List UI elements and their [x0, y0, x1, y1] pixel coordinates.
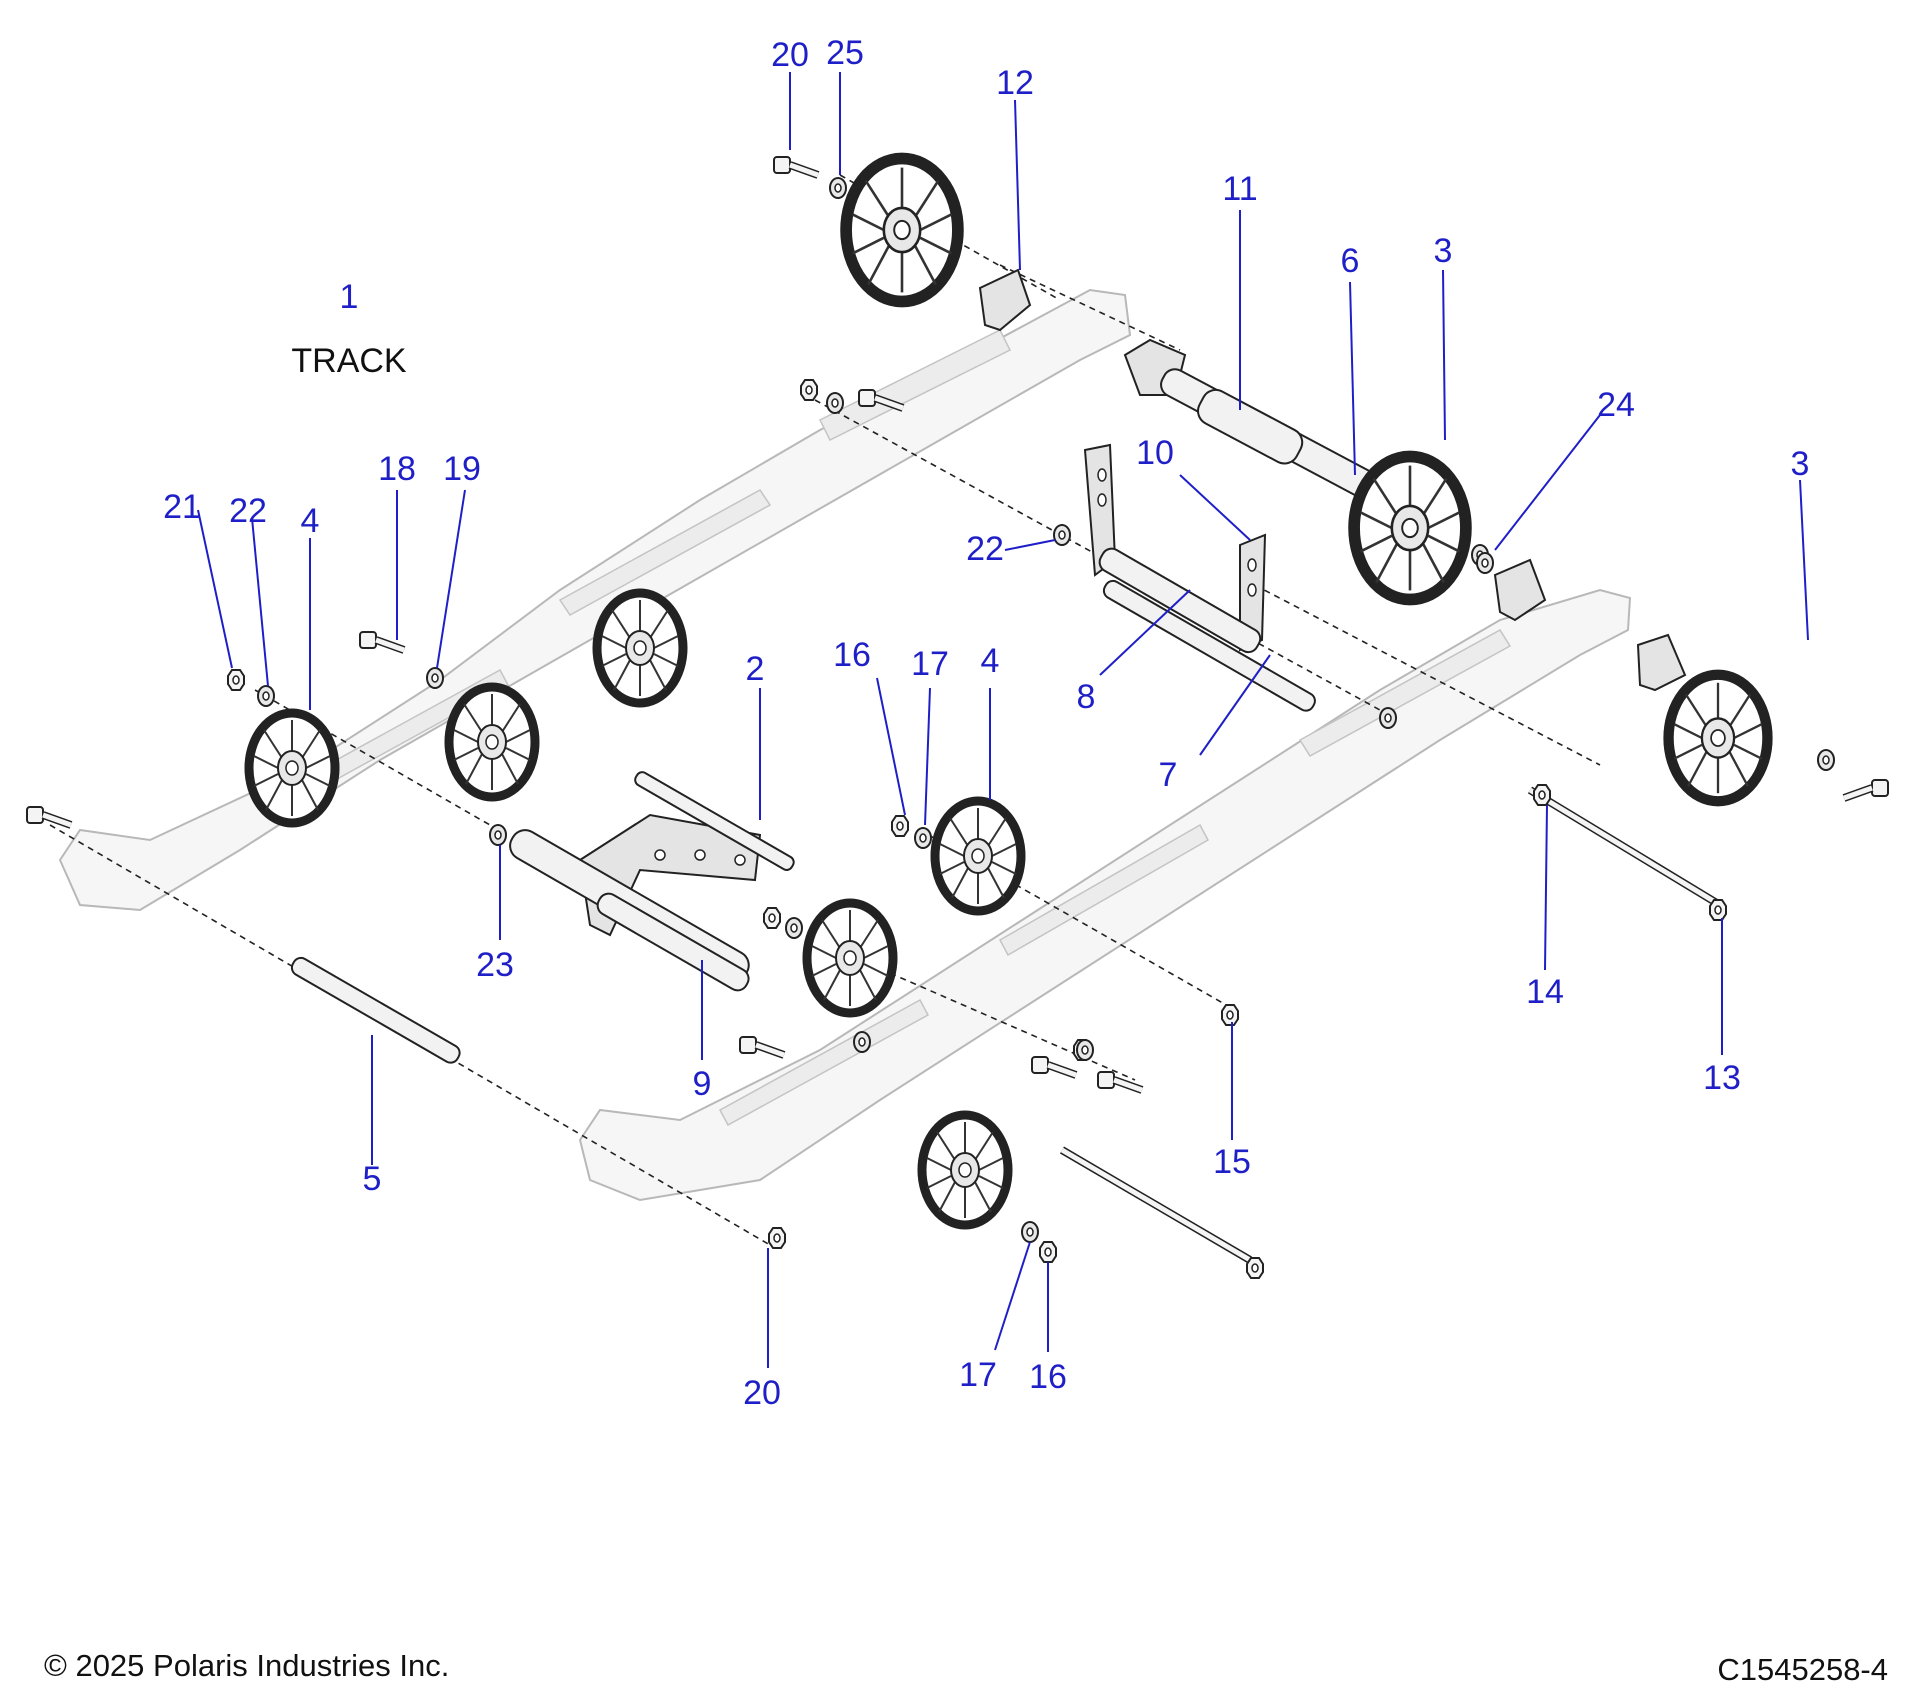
callout-23: 23: [476, 946, 514, 984]
callout-6: 6: [1341, 242, 1360, 280]
wheel-center-2: [804, 900, 896, 1016]
callout-17a: 17: [911, 645, 949, 683]
part-number: C1545258-4: [1717, 1652, 1888, 1687]
callout-3b: 3: [1791, 445, 1810, 483]
callout-20b: 20: [743, 1374, 781, 1412]
wheel-left-3: [594, 590, 686, 706]
rear-axle-assembly: [1123, 338, 1388, 504]
callout-7: 7: [1159, 756, 1178, 794]
long-shafts: [290, 786, 1723, 1264]
callout-16a: 16: [833, 636, 871, 674]
callout-22a: 22: [229, 492, 267, 530]
callout-19: 19: [443, 450, 481, 488]
callout-1: 1: [340, 278, 359, 316]
idler-shaft-assembly: [1083, 443, 1316, 712]
wheel-bottom: [919, 1112, 1011, 1228]
wheel-3-upper: [1350, 453, 1470, 604]
callout-8: 8: [1077, 678, 1096, 716]
callout-5: 5: [363, 1160, 382, 1198]
leader-lines: [197, 72, 1809, 1368]
callout-14: 14: [1526, 973, 1564, 1011]
copyright-text: © 2025 Polaris Industries Inc.: [44, 1648, 450, 1683]
callout-18: 18: [378, 450, 416, 488]
rear-suspension-rail-right: [578, 588, 1632, 1202]
callout-9: 9: [693, 1065, 712, 1103]
callout-10: 10: [1136, 434, 1174, 472]
callout-11: 11: [1222, 170, 1257, 208]
track-label: TRACK: [291, 342, 407, 380]
callout-24: 24: [1597, 386, 1635, 424]
wheel-3-right: [1665, 671, 1771, 804]
callout-20a: 20: [771, 36, 809, 74]
front-arm-assembly: [509, 771, 795, 992]
callout-4b: 4: [981, 642, 1000, 680]
callout-labels: 1 TRACK 2 3 3 4 4 5 6 7 8 9 10 11 12 13 …: [163, 34, 1809, 1412]
callout-17b: 17: [959, 1356, 997, 1394]
wheel-4-center: [932, 798, 1024, 914]
wheel-adapters: [978, 268, 1687, 692]
callout-16b: 16: [1029, 1358, 1067, 1396]
callout-13: 13: [1703, 1059, 1741, 1097]
callout-2: 2: [746, 650, 765, 688]
shaft-5: [290, 956, 461, 1064]
wheel-4-left: [246, 710, 338, 826]
callout-22b: 22: [966, 530, 1004, 568]
callout-25: 25: [826, 34, 864, 72]
callout-15: 15: [1213, 1143, 1251, 1181]
wheel-left-2: [446, 684, 538, 800]
callout-12: 12: [996, 64, 1034, 102]
callout-3a: 3: [1434, 232, 1453, 270]
wheel-12: [842, 155, 962, 306]
callout-21: 21: [163, 488, 201, 526]
callout-4a: 4: [301, 502, 320, 540]
